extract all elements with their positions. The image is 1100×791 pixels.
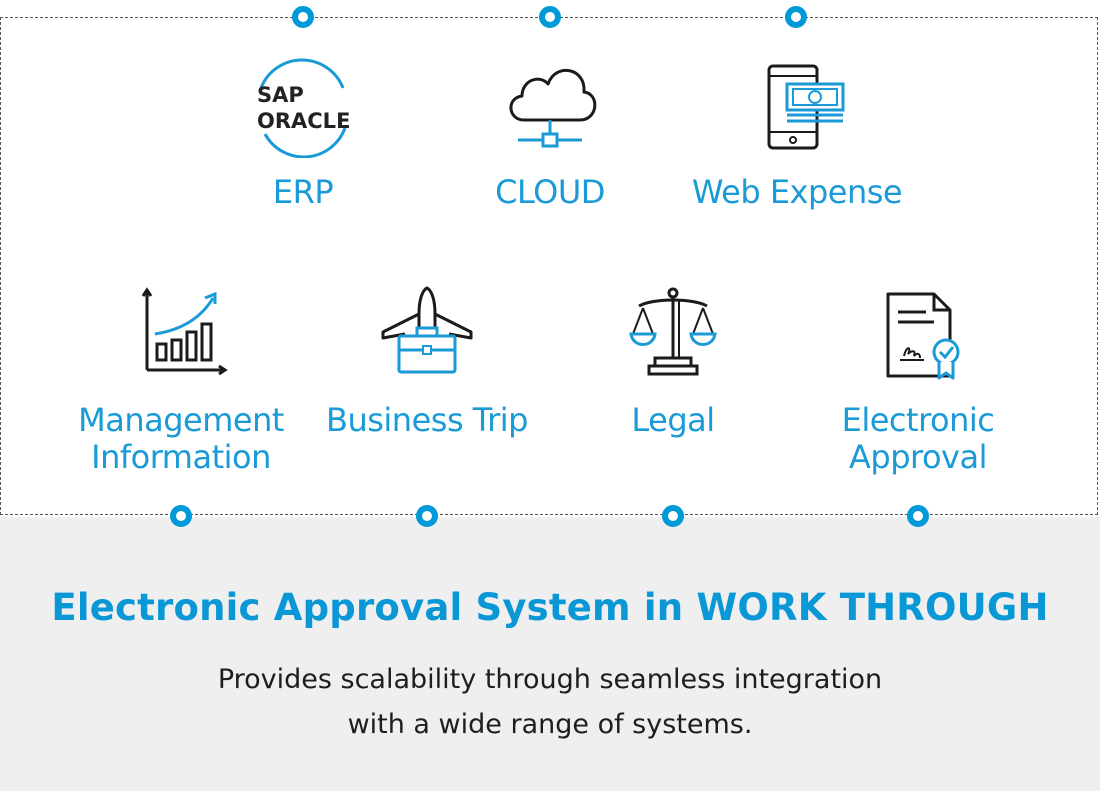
label-cloud: CLOUD	[495, 173, 605, 211]
bottom-node-management	[170, 505, 192, 527]
growth-chart-icon	[141, 287, 228, 376]
label-web-expense: Web Expense	[691, 173, 903, 211]
bottom-node-legal	[662, 505, 684, 527]
scales-icon	[629, 287, 717, 376]
label-management-information: Management Information	[78, 401, 284, 476]
certified-document-icon	[886, 292, 960, 380]
label-business-trip: Business Trip	[326, 401, 528, 439]
item-cloud: CLOUD	[430, 58, 670, 211]
smartphone-money-icon	[767, 64, 845, 150]
cloud-network-icon	[509, 68, 597, 148]
item-business-trip: Business Trip	[307, 284, 547, 439]
label-legal: Legal	[631, 401, 715, 439]
airplane-briefcase-icon	[381, 286, 473, 374]
label-electronic-approval: Electronic Approval	[841, 401, 995, 476]
item-web-expense: Web Expense	[677, 58, 917, 211]
bottom-node-business-trip	[416, 505, 438, 527]
bottom-node-electronic-approval	[907, 505, 929, 527]
footer-band	[0, 517, 1100, 791]
logo-oracle-text: ORACLE	[257, 109, 350, 133]
section-title: Electronic Approval System in WORK THROU…	[51, 586, 1049, 629]
top-node-cloud	[539, 6, 561, 28]
item-legal: Legal	[553, 284, 793, 439]
sap-oracle-logo-icon: SAP ORACLE	[257, 58, 350, 158]
label-erp: ERP	[272, 173, 334, 211]
logo-sap-text: SAP	[257, 83, 304, 107]
section-subtitle: Provides scalability through seamless in…	[217, 664, 883, 740]
top-node-web-expense	[785, 6, 807, 28]
item-erp: SAP ORACLE ERP	[183, 58, 423, 211]
top-node-erp	[292, 6, 314, 28]
item-management-information: Management Information	[61, 284, 301, 476]
item-electronic-approval: Electronic Approval	[798, 284, 1038, 476]
